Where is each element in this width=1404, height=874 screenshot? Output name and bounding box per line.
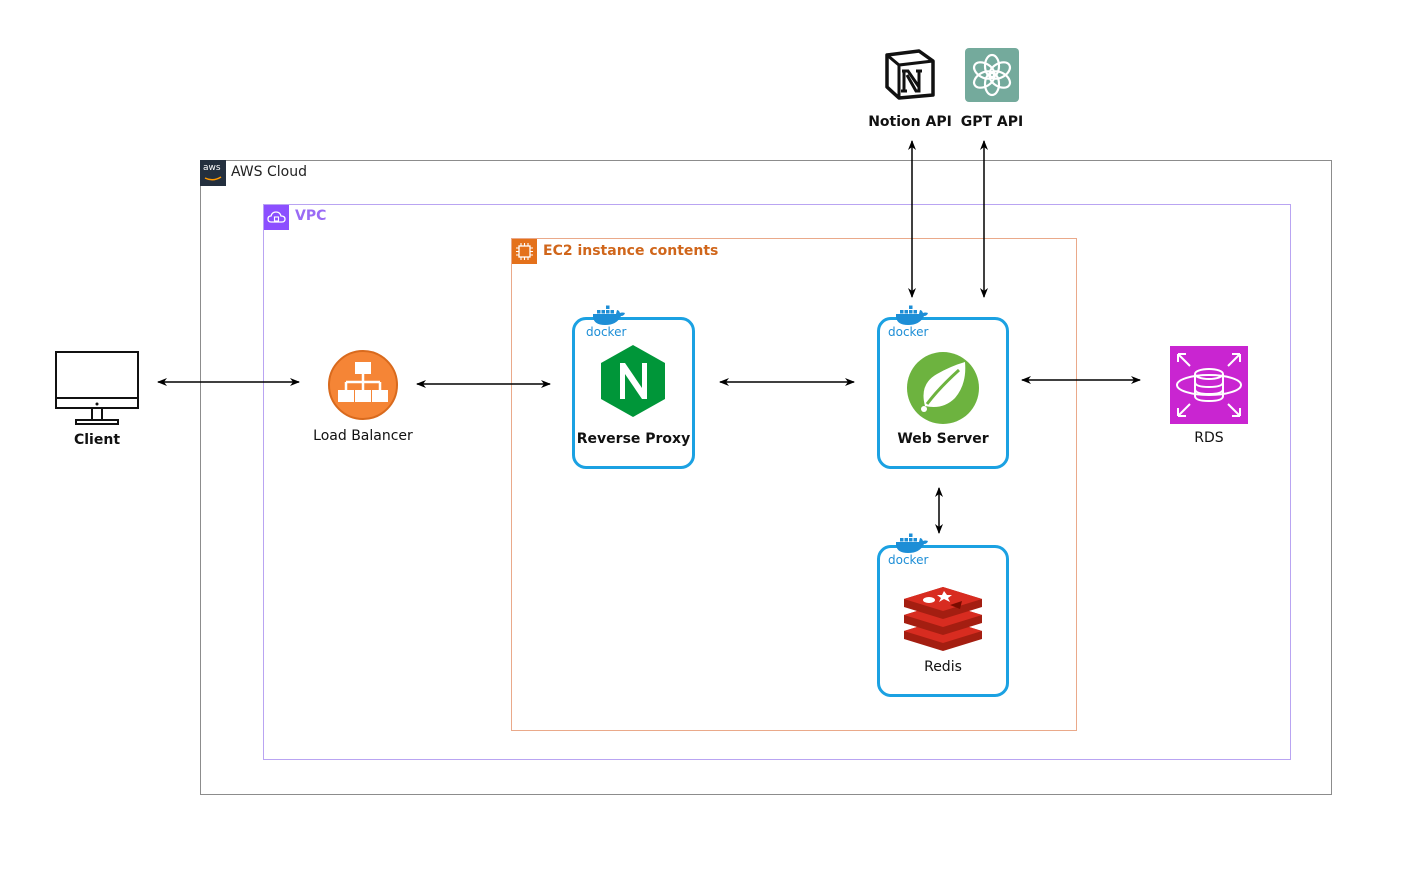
notion-api-label: Notion API — [868, 114, 952, 130]
docker-label: docker — [888, 325, 929, 339]
web-server-label: Web Server — [897, 431, 989, 447]
docker-whale-icon — [894, 305, 928, 331]
redis-label: Redis — [924, 659, 962, 675]
vpc-group — [263, 204, 1291, 760]
aws-badge-text: aws — [203, 163, 221, 173]
docker-label: docker — [586, 325, 627, 339]
rds-database-icon — [1170, 346, 1248, 424]
client-label: Client — [73, 432, 121, 448]
client-monitor-icon — [54, 350, 140, 430]
ec2-label: EC2 instance contents — [543, 243, 719, 259]
aws-cloud-group — [200, 160, 1332, 795]
reverse-proxy-card — [572, 317, 695, 469]
docker-label: docker — [888, 553, 929, 567]
ec2-group — [511, 238, 1077, 731]
load-balancer-label: Load Balancer — [313, 428, 413, 444]
gpt-api-label: GPT API — [960, 114, 1024, 130]
nginx-icon — [599, 343, 667, 423]
redis-icon — [902, 583, 984, 657]
aws-cloud-label: AWS Cloud — [231, 164, 307, 180]
spring-leaf-icon — [905, 350, 981, 430]
vpc-cloud-icon — [264, 205, 289, 230]
reverse-proxy-label: Reverse Proxy — [576, 431, 691, 447]
load-balancer-icon — [327, 349, 399, 425]
web-server-card — [877, 317, 1009, 469]
docker-whale-icon — [894, 533, 928, 559]
aws-logo-icon: aws — [200, 160, 226, 186]
ec2-chip-icon — [512, 239, 537, 264]
rds-label: RDS — [1194, 430, 1224, 446]
openai-logo-icon — [965, 48, 1019, 102]
vpc-label: VPC — [295, 208, 327, 224]
notion-logo-icon — [883, 47, 937, 105]
docker-whale-icon — [591, 305, 625, 331]
